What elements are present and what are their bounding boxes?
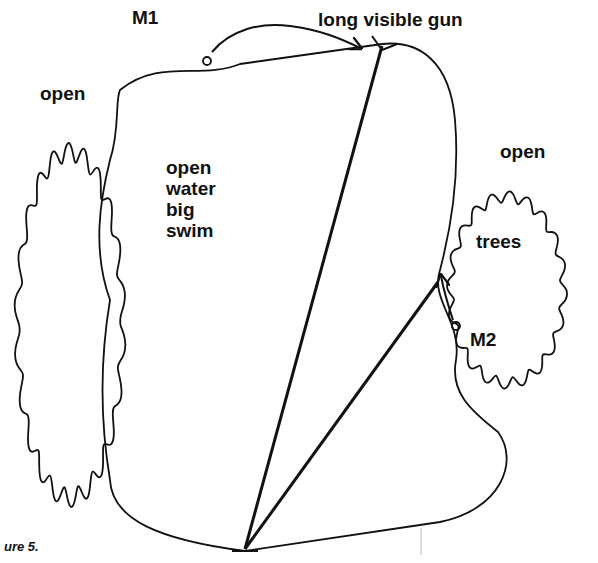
area-label: open [40,84,85,105]
figure-caption: ure 5. [4,540,39,554]
tree-clump: trees [440,190,570,390]
swim-line [245,282,438,549]
lake-outline [98,28,510,560]
note: long visible gun [318,10,463,31]
region-label: open water big swim [166,158,246,242]
marker-name: M1 [132,8,158,29]
marker-name: M2 [470,330,496,351]
marker-buoy [203,57,211,65]
tree-clump [440,190,570,390]
swim-line [245,46,382,549]
lake-outline [99,44,506,551]
area-label: open [500,142,545,163]
gun-mark [372,36,382,50]
tree-clump [15,143,126,507]
tree-clump [15,143,126,507]
lake-outline: open water big swim [98,28,510,560]
scan-mark [421,528,422,555]
gun-mark [382,44,397,50]
area-label: trees [476,232,546,253]
tree-clump [447,191,567,388]
